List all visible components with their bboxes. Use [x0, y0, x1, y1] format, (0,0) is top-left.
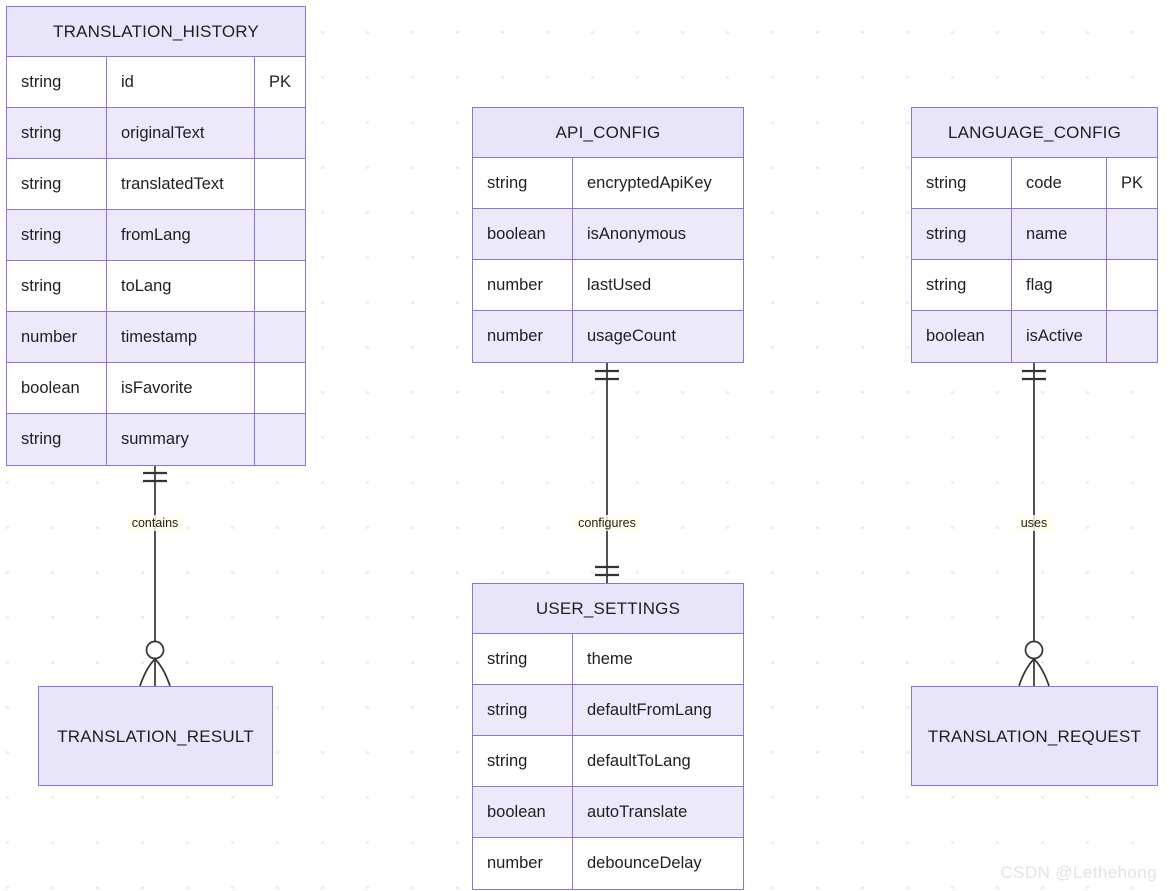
attribute-name: lastUsed	[587, 275, 652, 294]
attribute-type: string	[7, 210, 107, 260]
attribute-type: string	[7, 414, 107, 465]
attribute-name: debounceDelay	[587, 854, 702, 872]
attribute-type: string	[473, 736, 573, 786]
table-row: string encryptedApiKey	[473, 158, 743, 209]
attribute-type: string	[912, 260, 1012, 310]
table-row: string theme	[473, 634, 743, 685]
attribute-type: number	[473, 311, 573, 362]
entity-title-translation-history: TRANSLATION_HISTORY	[7, 7, 305, 57]
table-row: string code PK	[912, 158, 1157, 209]
attribute-type: string	[473, 634, 573, 684]
table-row: string name	[912, 209, 1157, 260]
attribute-key	[255, 414, 305, 465]
attribute-type: string	[7, 261, 107, 311]
attribute-name: timestamp	[107, 312, 255, 362]
table-row: string defaultToLang	[473, 736, 743, 787]
table-row: string flag	[912, 260, 1157, 311]
attribute-type: string	[912, 209, 1012, 259]
attribute-name: toLang	[107, 261, 255, 311]
relationship-label-uses: uses	[1016, 515, 1052, 531]
attribute-key	[1107, 311, 1157, 362]
attribute-type: boolean	[473, 209, 573, 259]
attribute-type: number	[473, 260, 573, 310]
table-row: string translatedText	[7, 159, 305, 210]
contains-marker-zero-circle	[145, 640, 165, 660]
attribute-type: string	[473, 685, 573, 735]
attribute-type: boolean	[473, 787, 573, 837]
attribute-key: PK	[269, 72, 292, 91]
table-row: boolean isActive	[912, 311, 1157, 362]
attribute-name: fromLang	[107, 210, 255, 260]
attribute-key	[255, 108, 305, 158]
attribute-name: theme	[587, 649, 633, 668]
entity-translation-request[interactable]: TRANSLATION_REQUEST	[911, 686, 1158, 786]
attribute-key	[255, 363, 305, 413]
attribute-type: boolean	[912, 311, 1012, 362]
uses-marker-crowsfoot-left	[1018, 658, 1035, 687]
attribute-key	[255, 312, 305, 362]
entity-translation-result[interactable]: TRANSLATION_RESULT	[38, 686, 273, 786]
relationship-label-contains: contains	[127, 515, 183, 531]
attribute-name: originalText	[107, 108, 255, 158]
table-row: number debounceDelay	[473, 838, 743, 889]
table-row: string id PK	[7, 57, 305, 108]
attribute-name: usageCount	[587, 327, 676, 345]
table-row: string originalText	[7, 108, 305, 159]
attribute-type: string	[7, 159, 107, 209]
attribute-name: isAnonymous	[587, 224, 687, 243]
relationship-label-configures: configures	[574, 515, 640, 531]
attribute-type: string	[912, 158, 1012, 208]
attribute-type: number	[7, 312, 107, 362]
attribute-name: id	[107, 57, 255, 107]
entity-title-language-config: LANGUAGE_CONFIG	[912, 108, 1157, 158]
attribute-name: isActive	[1012, 311, 1107, 362]
attribute-name: name	[1012, 209, 1107, 259]
attribute-key	[1107, 260, 1157, 310]
table-row: number timestamp	[7, 312, 305, 363]
attribute-type: string	[7, 57, 107, 107]
attribute-key: PK	[1121, 173, 1144, 192]
attribute-name: summary	[107, 414, 255, 465]
table-row: number usageCount	[473, 311, 743, 362]
attribute-name: defaultToLang	[587, 751, 691, 770]
table-row: boolean isFavorite	[7, 363, 305, 414]
attribute-name: encryptedApiKey	[587, 173, 712, 192]
contains-marker-crowsfoot-right	[154, 658, 171, 687]
entity-translation-history[interactable]: TRANSLATION_HISTORY string id PK string …	[6, 6, 306, 466]
entity-api-config[interactable]: API_CONFIG string encryptedApiKey boolea…	[472, 107, 744, 363]
entity-title-user-settings: USER_SETTINGS	[473, 584, 743, 634]
entity-language-config[interactable]: LANGUAGE_CONFIG string code PK string na…	[911, 107, 1158, 363]
contains-marker-crowsfoot-left	[139, 658, 156, 687]
table-row: boolean autoTranslate	[473, 787, 743, 838]
attribute-key	[255, 210, 305, 260]
attribute-name: isFavorite	[107, 363, 255, 413]
attribute-type: boolean	[7, 363, 107, 413]
entity-title-api-config: API_CONFIG	[473, 108, 743, 158]
attribute-name: translatedText	[107, 159, 255, 209]
attribute-type: string	[473, 158, 573, 208]
table-row: string defaultFromLang	[473, 685, 743, 736]
entity-user-settings[interactable]: USER_SETTINGS string theme string defaul…	[472, 583, 744, 890]
attribute-type: number	[473, 838, 573, 889]
watermark-text: CSDN @Lethehong	[1000, 863, 1157, 882]
uses-marker-zero-circle	[1024, 640, 1044, 660]
attribute-key	[1107, 209, 1157, 259]
attribute-key	[255, 159, 305, 209]
table-row: string fromLang	[7, 210, 305, 261]
table-row: string toLang	[7, 261, 305, 312]
attribute-name: flag	[1012, 260, 1107, 310]
entity-title-translation-request: TRANSLATION_REQUEST	[912, 687, 1157, 785]
table-row: string summary	[7, 414, 305, 465]
attribute-name: code	[1012, 158, 1107, 208]
table-row: boolean isAnonymous	[473, 209, 743, 260]
uses-marker-crowsfoot-right	[1033, 658, 1050, 687]
attribute-key	[255, 261, 305, 311]
attribute-name: autoTranslate	[587, 802, 688, 821]
attribute-type: string	[7, 108, 107, 158]
table-row: number lastUsed	[473, 260, 743, 311]
attribute-name: defaultFromLang	[587, 700, 712, 719]
entity-title-translation-result: TRANSLATION_RESULT	[39, 687, 272, 785]
